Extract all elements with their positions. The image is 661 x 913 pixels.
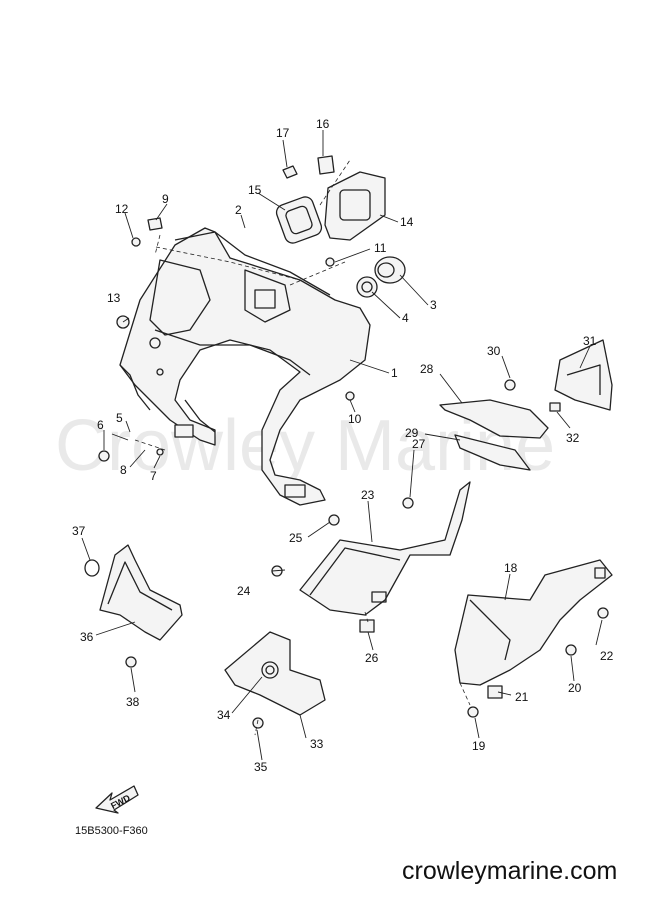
callout-5: 5 xyxy=(116,411,123,425)
callout-28: 28 xyxy=(420,362,434,376)
callout-labels: 1 2 3 4 5 6 7 8 9 10 11 12 13 14 15 16 1… xyxy=(72,117,614,774)
callout-30: 30 xyxy=(487,344,501,358)
callout-31: 31 xyxy=(583,334,597,348)
callout-17: 17 xyxy=(276,126,290,140)
callout-24: 24 xyxy=(237,584,251,598)
callout-4: 4 xyxy=(402,311,409,325)
alignment-lines xyxy=(134,159,471,736)
callout-36: 36 xyxy=(80,630,94,644)
callout-10: 10 xyxy=(348,412,362,426)
left-lower-panel xyxy=(84,544,183,641)
callout-26: 26 xyxy=(365,651,379,665)
callout-21: 21 xyxy=(515,690,529,704)
bottom-center-panel xyxy=(224,631,326,716)
callout-18: 18 xyxy=(504,561,518,575)
right-side-panel xyxy=(454,559,613,699)
callout-14: 14 xyxy=(400,215,414,229)
callout-35: 35 xyxy=(254,760,268,774)
main-cowling-part xyxy=(119,227,371,506)
site-url[interactable]: crowleymarine.com xyxy=(402,857,617,885)
callout-16: 16 xyxy=(316,117,330,131)
right-upper-panels xyxy=(439,339,613,471)
diagram-reference-code: 15B5300-F360 xyxy=(75,825,148,837)
leader-lines xyxy=(81,130,603,761)
fwd-arrow-icon: FWD xyxy=(95,785,139,814)
callout-9: 9 xyxy=(162,192,169,206)
callout-3: 3 xyxy=(430,298,437,312)
callout-22: 22 xyxy=(600,649,614,663)
callout-19: 19 xyxy=(472,739,486,753)
callout-23: 23 xyxy=(361,488,375,502)
callout-37: 37 xyxy=(72,524,86,538)
callout-15: 15 xyxy=(248,183,262,197)
callout-2: 2 xyxy=(235,203,242,217)
callout-27: 27 xyxy=(412,437,426,451)
callout-38: 38 xyxy=(126,695,140,709)
callout-25: 25 xyxy=(289,531,303,545)
callout-11: 11 xyxy=(374,241,387,255)
callout-8: 8 xyxy=(120,463,127,477)
inspection-cover-group xyxy=(275,155,386,244)
callout-20: 20 xyxy=(568,681,582,695)
fasteners xyxy=(98,217,609,729)
callout-7: 7 xyxy=(150,469,157,483)
lower-center-panel xyxy=(299,481,471,633)
callout-34: 34 xyxy=(217,708,231,722)
callout-13: 13 xyxy=(107,291,121,305)
callout-6: 6 xyxy=(97,418,104,432)
callout-33: 33 xyxy=(310,737,324,751)
vent-fitting-parts xyxy=(356,256,406,298)
callout-29: 29 xyxy=(405,426,419,440)
callout-32: 32 xyxy=(566,431,580,445)
callout-12: 12 xyxy=(115,202,129,216)
callout-1: 1 xyxy=(391,366,398,380)
